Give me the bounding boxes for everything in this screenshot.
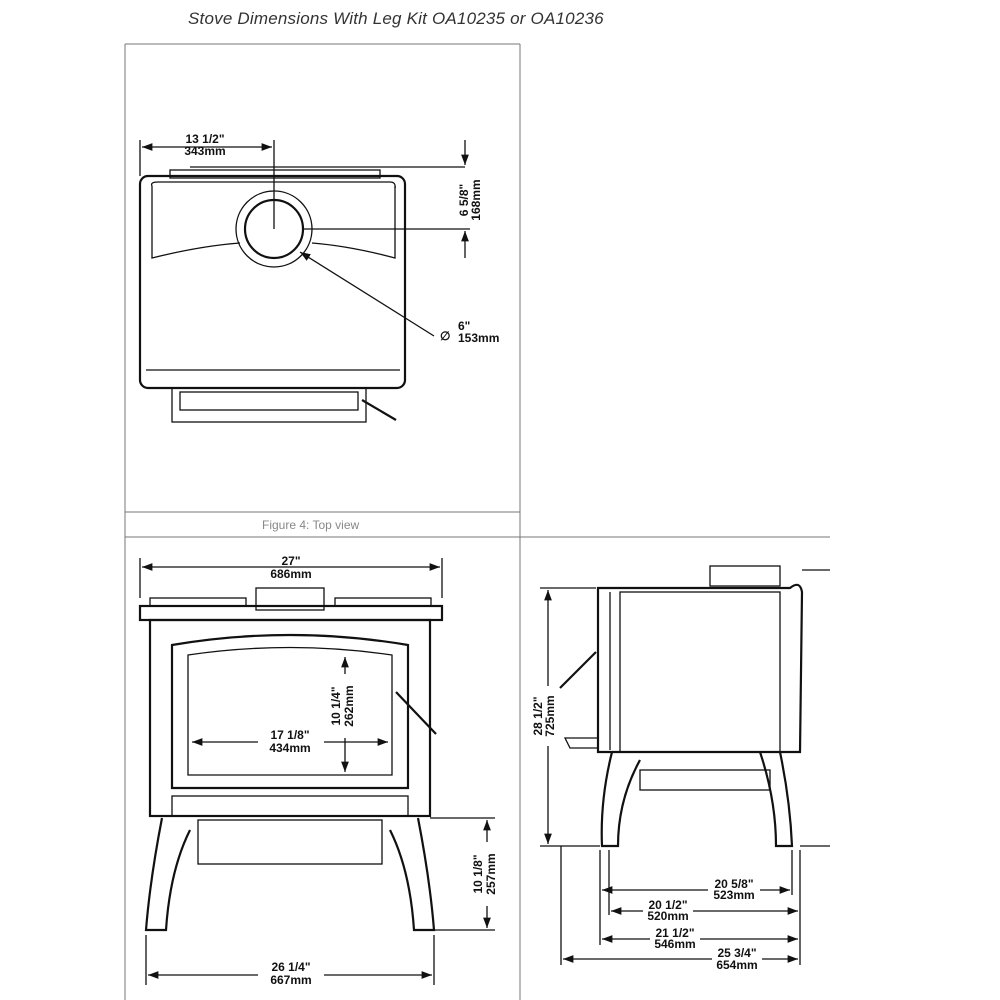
figure-caption: Figure 4: Top view (262, 518, 359, 532)
dim-glass-height-mm: 262mm (342, 685, 356, 726)
page-title: Stove Dimensions With Leg Kit OA10235 or… (188, 9, 604, 28)
dim-width-to-flue-in: 13 1/2" (185, 132, 224, 146)
dim-glass-width-in: 17 1/8" (270, 728, 309, 742)
dim-leg-width-mm: 667mm (270, 973, 311, 987)
diameter-symbol: ∅ (440, 329, 450, 343)
dim-d1-in: 20 5/8" (714, 877, 753, 891)
dim-d4-in: 25 3/4" (717, 946, 756, 960)
front-view-drawing (138, 558, 495, 985)
dim-glass-width-mm: 434mm (269, 741, 310, 755)
dim-glass-height-in: 10 1/4" (329, 686, 343, 725)
dim-d2-in: 20 1/2" (648, 898, 687, 912)
svg-text:26 1/4"667mm: 26 1/4"667mm (270, 960, 311, 987)
svg-text:21 1/2"546mm: 21 1/2"546mm (654, 926, 695, 951)
dim-top-width-mm: 686mm (270, 567, 311, 581)
svg-text:6 5/8"168mm: 6 5/8"168mm (457, 179, 483, 220)
top-view-drawing (138, 140, 470, 423)
dim-d2-mm: 520mm (647, 909, 688, 923)
svg-text:10 1/8"257mm: 10 1/8"257mm (471, 853, 498, 894)
svg-text:28 1/2"725mm: 28 1/2"725mm (531, 695, 557, 736)
svg-text:17 1/8"434mm: 17 1/8"434mm (269, 728, 310, 755)
dim-d4-mm: 654mm (716, 958, 757, 972)
dim-leg-height-mm: 257mm (484, 853, 498, 894)
dim-flue-diameter-mm: 153mm (458, 331, 499, 345)
figure-frames (124, 43, 830, 1000)
dim-flue-diameter-in: 6" (458, 319, 470, 333)
svg-text:20 5/8"523mm: 20 5/8"523mm (713, 877, 754, 902)
dim-total-height-mm: 725mm (543, 695, 557, 736)
svg-text:27"686mm: 27"686mm (270, 554, 311, 581)
dim-leg-width-in: 26 1/4" (271, 960, 310, 974)
dim-leg-height-in: 10 1/8" (471, 854, 485, 893)
svg-text:13 1/2"343mm: 13 1/2"343mm (184, 132, 225, 158)
dim-d3-in: 21 1/2" (655, 926, 694, 940)
dim-depth-to-flue-in: 6 5/8" (457, 184, 471, 216)
dim-d3-mm: 546mm (654, 937, 695, 951)
dim-total-height-in: 28 1/2" (531, 696, 545, 735)
svg-text:10 1/4"262mm: 10 1/4"262mm (329, 685, 356, 726)
dim-d1-mm: 523mm (713, 888, 754, 902)
svg-text:25 3/4"654mm: 25 3/4"654mm (716, 946, 757, 972)
dim-depth-to-flue-mm: 168mm (469, 179, 483, 220)
dim-width-to-flue-mm: 343mm (184, 144, 225, 158)
svg-text:∅6"153mm: ∅ 6"153mm (440, 319, 499, 345)
dim-top-width-in: 27" (281, 554, 300, 568)
svg-text:20 1/2"520mm: 20 1/2"520mm (647, 898, 688, 923)
